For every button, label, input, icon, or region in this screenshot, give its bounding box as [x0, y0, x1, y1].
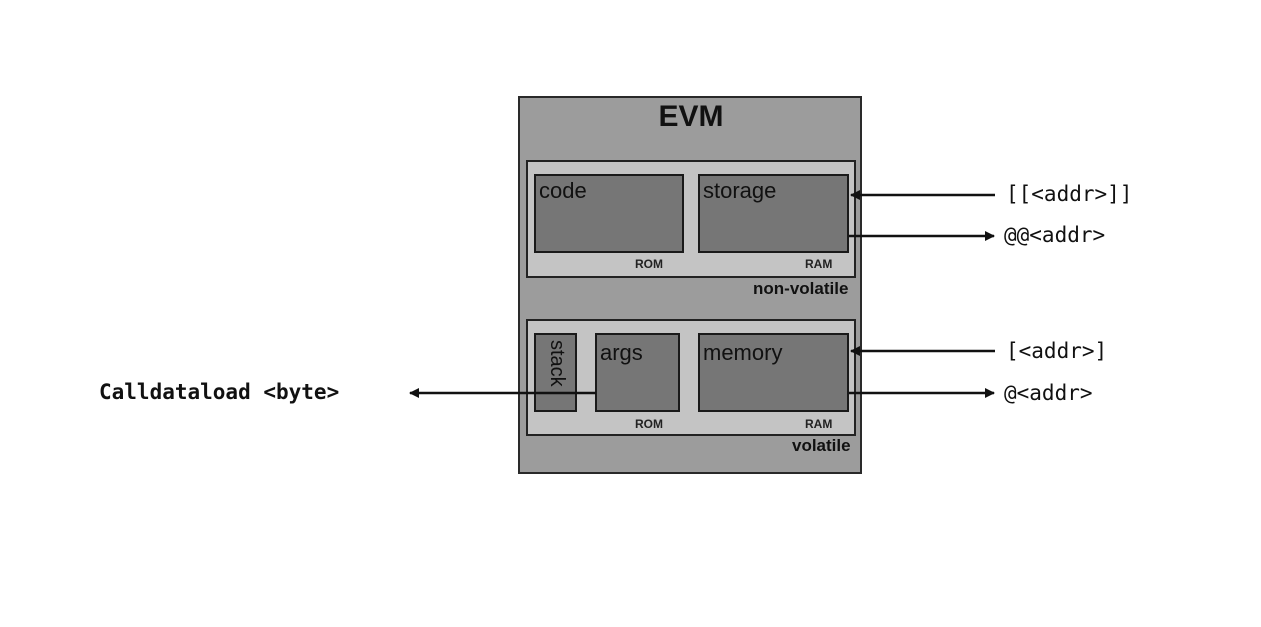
args-type-label: ROM	[635, 417, 663, 431]
calldataload-label: Calldataload <byte>	[99, 380, 340, 404]
code-type-label: ROM	[635, 257, 663, 271]
memory-write-label: @<addr>	[1004, 381, 1093, 405]
non-volatile-label: non-volatile	[753, 279, 849, 298]
memory-read-label: [<addr>]	[1006, 339, 1108, 363]
storage-type-label: RAM	[805, 257, 833, 271]
storage-cell	[698, 174, 849, 253]
memory-label: memory	[703, 340, 783, 365]
evm-title: EVM	[658, 100, 724, 133]
volatile-label: volatile	[792, 436, 851, 455]
memory-cell	[698, 333, 849, 412]
stack-cell	[534, 333, 577, 412]
code-cell	[534, 174, 684, 253]
storage-read-label: [[<addr>]]	[1006, 182, 1133, 206]
storage-label: storage	[703, 178, 777, 203]
storage-write-label: @@<addr>	[1004, 223, 1106, 247]
memory-type-label: RAM	[805, 417, 833, 431]
code-label: code	[539, 178, 587, 203]
args-cell	[595, 333, 680, 412]
args-label: args	[600, 340, 643, 365]
